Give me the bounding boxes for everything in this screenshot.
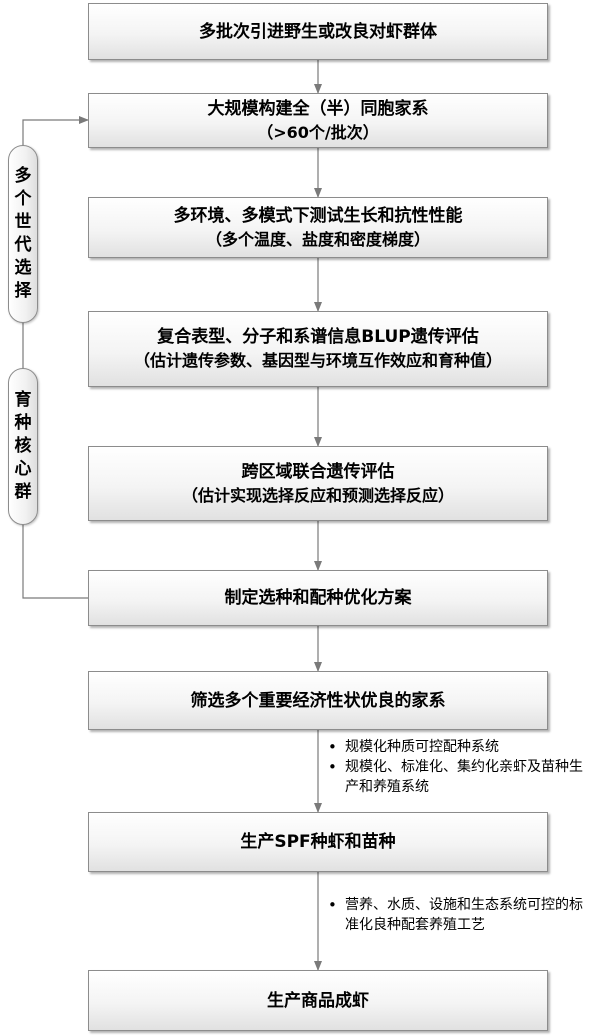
side-char: 心 [14, 459, 32, 479]
step-5-title: 跨区域联合遗传评估 [241, 461, 395, 482]
step-3-title: 多环境、多模式下测试生长和抗性性能 [173, 205, 463, 226]
side-char: 群 [14, 482, 32, 502]
step-9-title: 生产商品成虾 [267, 990, 369, 1011]
side-char: 世 [14, 212, 32, 232]
step-7-box: 筛选多个重要经济性状优良的家系 [88, 671, 548, 730]
side-char: 代 [14, 235, 32, 255]
list-item: 规模化、标准化、集约化亲虾及苗种生产和养殖系统 [328, 757, 590, 797]
list-item: 营养、水质、设施和生态系统可控的标准化良种配套养殖工艺 [328, 895, 590, 935]
step-2-title: 大规模构建全（半）同胞家系 [207, 98, 429, 119]
notes-farming-process: 营养、水质、设施和生态系统可控的标准化良种配套养殖工艺 [328, 895, 590, 935]
step-9-box: 生产商品成虾 [88, 970, 548, 1031]
side-char: 个 [14, 189, 32, 209]
step-4-title: 复合表型、分子和系谱信息BLUP遗传评估 [157, 327, 479, 347]
step-5-box: 跨区域联合遗传评估 （估计实现选择反应和预测选择反应） [88, 446, 548, 521]
side-char: 选 [14, 258, 32, 278]
step-2-subtitle: （>60个/批次） [257, 122, 379, 142]
side-char: 择 [14, 281, 32, 301]
list-item: 规模化种质可控配种系统 [328, 737, 590, 757]
feedback-loop-arrow [22, 116, 90, 599]
step-8-title: 生产SPF种虾和苗种 [240, 832, 396, 852]
step-2-box: 大规模构建全（半）同胞家系 （>60个/批次） [88, 93, 548, 148]
step-6-box: 制定选种和配种优化方案 [88, 570, 548, 626]
step-1-title: 多批次引进野生或改良对虾群体 [199, 21, 437, 42]
step-4-box: 复合表型、分子和系谱信息BLUP遗传评估 （估计遗传参数、基因型与环境互作效应和… [88, 311, 548, 387]
step-1-box: 多批次引进野生或改良对虾群体 [88, 3, 548, 60]
step-5-subtitle: （估计实现选择反应和预测选择反应） [181, 485, 454, 505]
step-8-box: 生产SPF种虾和苗种 [88, 812, 548, 872]
side-char: 多 [14, 166, 32, 186]
notes-production-systems: 规模化种质可控配种系统 规模化、标准化、集约化亲虾及苗种生产和养殖系统 [328, 737, 590, 797]
side-char: 种 [14, 413, 32, 433]
step-4-subtitle: （估计遗传参数、基因型与环境互作效应和育种值） [133, 351, 502, 370]
side-label-multi-generation-selection: 多 个 世 代 选 择 [8, 145, 38, 323]
side-label-breeding-nucleus: 育 种 核 心 群 [8, 368, 38, 525]
step-3-subtitle: （多个温度、盐度和密度梯度） [205, 229, 430, 249]
step-7-title: 筛选多个重要经济性状优良的家系 [190, 690, 446, 711]
step-6-title: 制定选种和配种优化方案 [224, 588, 412, 608]
side-char: 育 [14, 390, 32, 410]
step-3-box: 多环境、多模式下测试生长和抗性性能 （多个温度、盐度和密度梯度） [88, 197, 548, 258]
side-char: 核 [14, 436, 32, 456]
